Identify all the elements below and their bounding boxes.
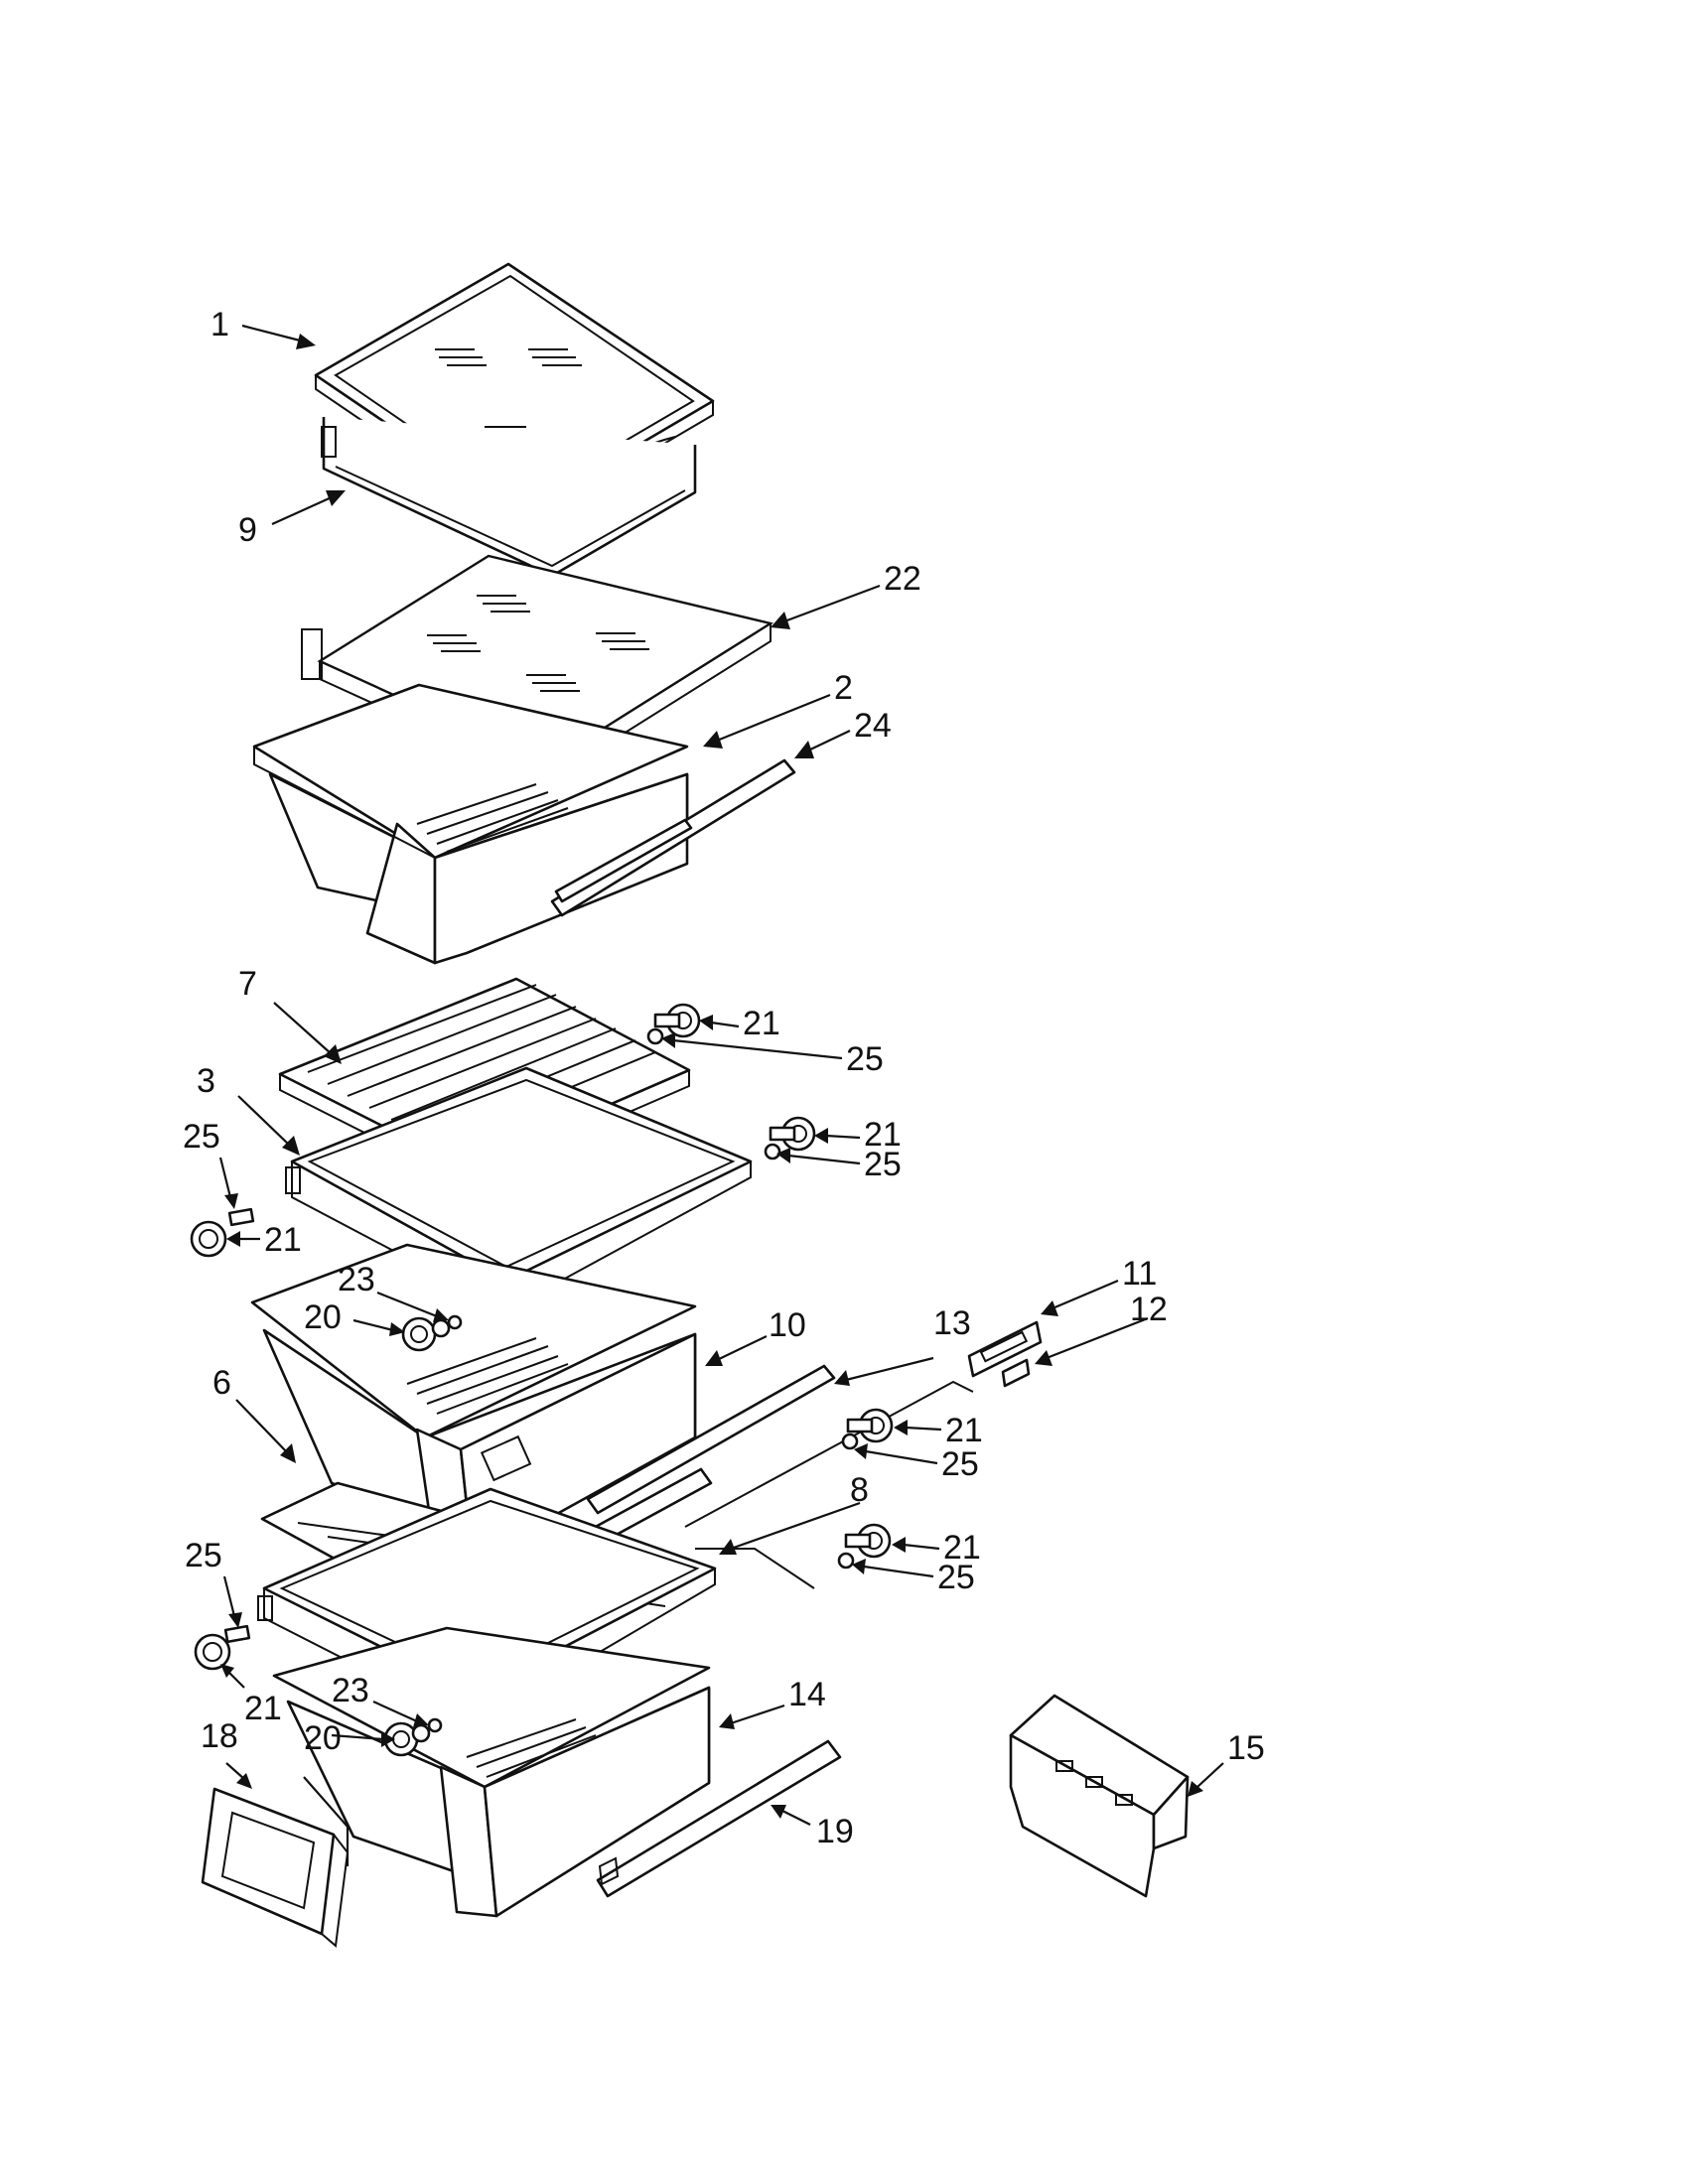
callout-19: 19 <box>816 1813 854 1850</box>
part-13-rail <box>586 1364 974 1589</box>
callout-2: 2 <box>834 669 853 707</box>
callout-10: 10 <box>769 1306 806 1344</box>
callout-21-right: 21 <box>864 1116 902 1154</box>
part-15-door-bin <box>1009 1694 1190 1898</box>
callout-25-lower: 25 <box>937 1559 975 1596</box>
part-2-crisper-drawer <box>252 683 796 965</box>
callout-20-upper: 20 <box>304 1298 342 1336</box>
part-9-shelf-frame <box>321 417 697 578</box>
callout-23-lower: 23 <box>332 1672 369 1709</box>
callout-1: 1 <box>210 306 229 343</box>
callout-24: 24 <box>854 707 892 745</box>
callout-7: 7 <box>238 965 257 1003</box>
callout-11: 11 <box>1122 1255 1157 1293</box>
callout-21-lower: 21 <box>943 1529 981 1567</box>
callout-21-lower-left: 21 <box>244 1690 282 1727</box>
callout-8: 8 <box>850 1471 869 1509</box>
part-14-crisper-drawer <box>272 1626 711 1918</box>
callout-25-mid: 25 <box>941 1445 979 1483</box>
callout-20-lower: 20 <box>304 1719 342 1757</box>
callout-21-top: 21 <box>743 1005 780 1042</box>
callout-9: 9 <box>238 511 257 549</box>
callout-13: 13 <box>933 1304 971 1342</box>
callout-18: 18 <box>201 1717 238 1755</box>
callout-25-right: 25 <box>864 1146 902 1183</box>
callout-21-mid: 21 <box>945 1412 983 1449</box>
callout-6: 6 <box>212 1364 231 1402</box>
fasteners <box>190 1003 894 1757</box>
callout-labels: 1 9 22 2 24 7 21 25 3 21 25 25 21 23 20 … <box>183 306 1265 1850</box>
callout-21-left: 21 <box>264 1221 302 1259</box>
callout-3: 3 <box>197 1062 215 1100</box>
callout-14: 14 <box>788 1676 826 1713</box>
callout-25-top: 25 <box>846 1040 884 1078</box>
part-18-label-holder <box>201 1787 350 1948</box>
callout-25-left: 25 <box>183 1118 220 1156</box>
leader-lines <box>218 324 1224 1866</box>
callout-12: 12 <box>1130 1291 1168 1328</box>
callout-22: 22 <box>884 560 921 598</box>
part-12-bracket <box>1001 1358 1031 1388</box>
callout-23-upper: 23 <box>338 1261 375 1298</box>
callout-15: 15 <box>1227 1729 1265 1767</box>
callout-25-lower-left: 25 <box>185 1537 222 1574</box>
part-19-trim-strip <box>596 1739 842 1898</box>
part-11-bracket <box>967 1320 1043 1378</box>
